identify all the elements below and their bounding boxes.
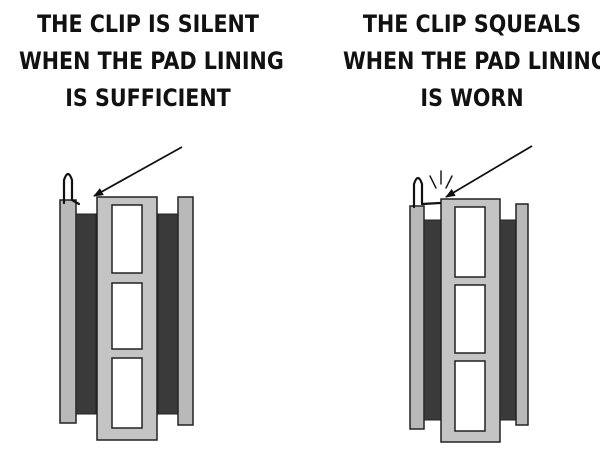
squeal-spark-icon: [429, 170, 453, 189]
inner-backing-plate: [515, 203, 529, 426]
outer-pad-lining: [75, 213, 97, 415]
pointer-arrow: [93, 146, 183, 197]
rotor-window: [111, 282, 143, 350]
inner-backing-plate: [177, 196, 194, 426]
caption-line: THE CLIP IS SILENT: [37, 10, 259, 38]
inner-pad-lining: [157, 213, 179, 415]
inner-pad-lining: [499, 219, 517, 421]
caption-worn: THE CLIP SQUEALS WHEN THE PAD LINING IS …: [343, 6, 600, 117]
wear-clip: [412, 176, 442, 209]
wear-clip: [62, 172, 81, 206]
assembly-sufficient: [59, 146, 194, 441]
rotor-window: [454, 284, 486, 354]
caption-line: WHEN THE PAD LINING: [343, 47, 600, 75]
pointer-arrow: [445, 145, 533, 198]
caption-line: WHEN THE PAD LINING: [19, 47, 284, 75]
rotor-window: [111, 204, 143, 274]
caption-line: IS SUFFICIENT: [65, 84, 231, 112]
outer-pad-lining: [423, 219, 442, 421]
rotor-window: [454, 206, 486, 278]
caption-line: IS WORN: [420, 84, 524, 112]
assembly-worn: [409, 145, 533, 443]
rotor-window: [454, 360, 486, 432]
caption-line: THE CLIP SQUEALS: [362, 10, 582, 38]
outer-backing-plate: [59, 199, 77, 424]
rotor-window: [111, 357, 143, 429]
caption-sufficient: THE CLIP IS SILENT WHEN THE PAD LINING I…: [19, 6, 284, 117]
outer-backing-plate: [409, 205, 425, 430]
